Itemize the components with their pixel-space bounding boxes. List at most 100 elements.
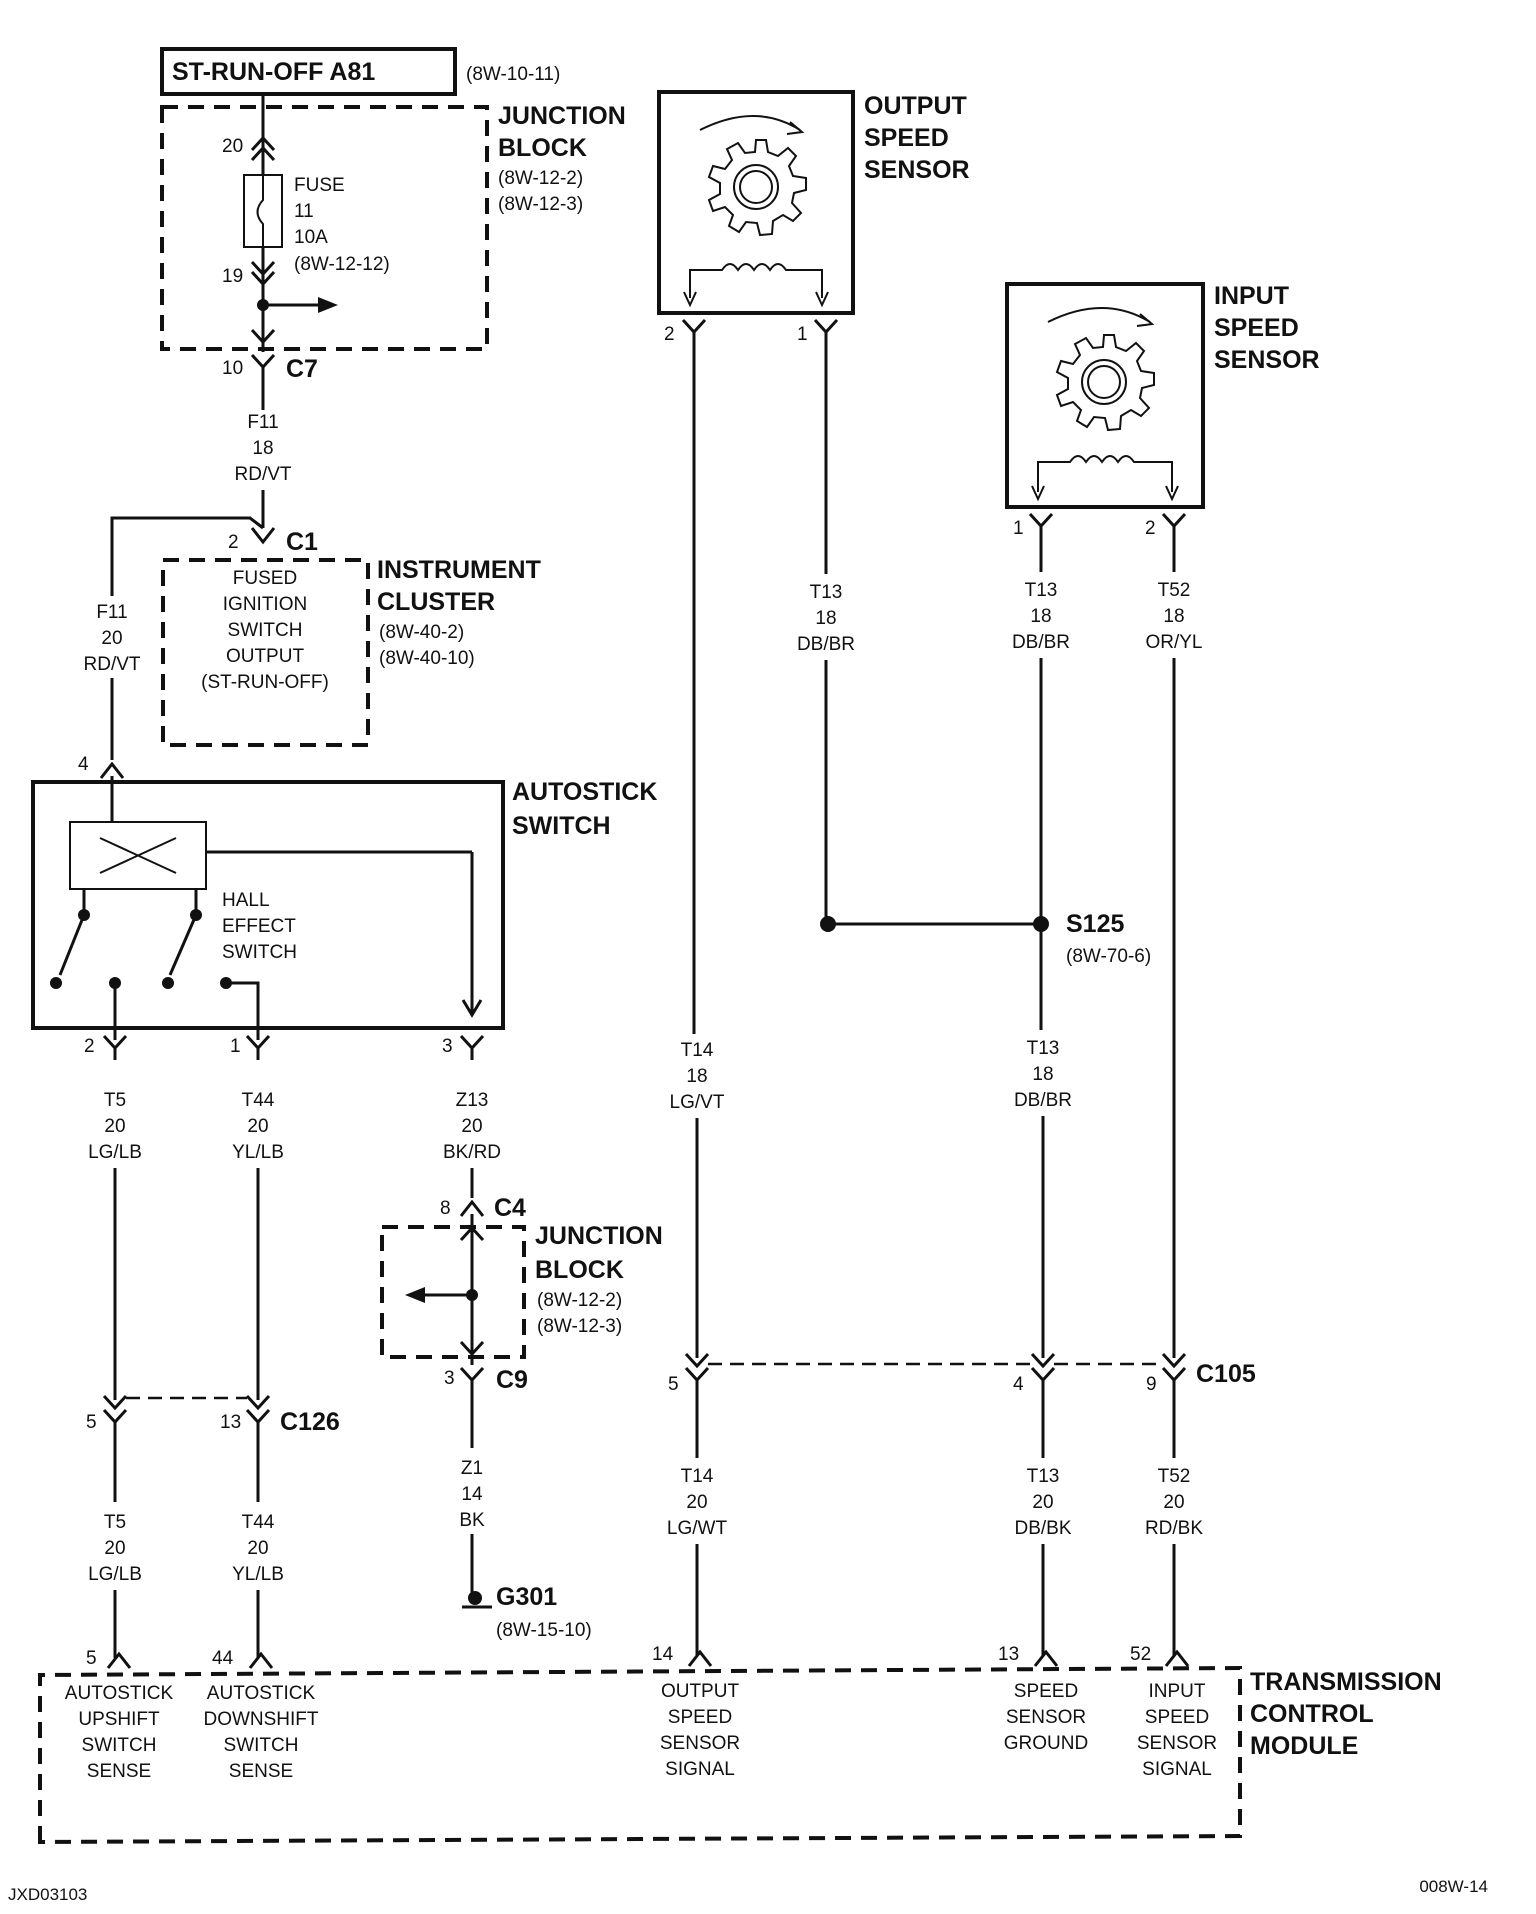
svg-text:BLOCK: BLOCK [535, 1256, 624, 1284]
tcm-pin-labels: AUTOSTICK UPSHIFT SWITCH SENSE AUTOSTICK… [65, 1681, 1217, 1782]
svg-text:T14: T14 [681, 1466, 714, 1487]
svg-text:2: 2 [664, 324, 675, 345]
st-run-off-source: ST-RUN-OFF A81 (8W-10-11) [160, 47, 560, 96]
junction-block-2: JUNCTION BLOCK (8W-12-2) (8W-12-3) [380, 1214, 663, 1365]
fuse-11: 20 FUSE 11 10A (8W-12-12) 19 [222, 94, 390, 352]
svg-text:(ST-RUN-OFF): (ST-RUN-OFF) [201, 672, 329, 693]
svg-text:T13: T13 [1025, 580, 1058, 601]
svg-text:20: 20 [461, 1116, 482, 1137]
svg-text:DB/BR: DB/BR [1014, 1090, 1072, 1111]
svg-text:(8W-40-10): (8W-40-10) [379, 648, 475, 669]
svg-text:(8W-12-3): (8W-12-3) [498, 194, 583, 215]
svg-text:RD/VT: RD/VT [235, 464, 292, 485]
svg-text:RD/BK: RD/BK [1145, 1518, 1203, 1539]
oss-connectors: 2 1 [664, 318, 839, 346]
wire-t5-top: T5 20 LG/LB [88, 1090, 142, 1400]
wire-z1: Z1 14 BK [459, 1392, 485, 1594]
svg-text:INPUT: INPUT [1214, 282, 1289, 310]
svg-text:3: 3 [444, 1368, 455, 1389]
svg-text:HALL: HALL [222, 890, 270, 911]
svg-text:T52: T52 [1158, 580, 1191, 601]
instrument-cluster: FUSED IGNITION SWITCH OUTPUT (ST-RUN-OFF… [161, 556, 541, 747]
autostick-switch: 4 HALL EFFECT SWITCH AUTOSTICK SWITCH [31, 754, 657, 1040]
svg-text:DB/BR: DB/BR [1012, 632, 1070, 653]
svg-text:Z1: Z1 [461, 1458, 483, 1479]
splice-s125: S125 (8W-70-6) [820, 910, 1151, 967]
svg-text:20: 20 [104, 1538, 125, 1559]
svg-text:SIGNAL: SIGNAL [665, 1759, 735, 1780]
svg-text:13: 13 [220, 1412, 241, 1433]
svg-text:F11: F11 [96, 602, 127, 623]
wire-t14-bottom: T14 20 LG/WT [667, 1392, 727, 1656]
svg-text:T13: T13 [1027, 1466, 1060, 1487]
svg-text:SENSOR: SENSOR [1006, 1707, 1086, 1728]
svg-text:20: 20 [101, 628, 122, 649]
transmission-control-module: TRANSMISSION CONTROL MODULE [38, 1665, 1442, 1845]
svg-text:MODULE: MODULE [1250, 1732, 1358, 1760]
wire-f11-20: F11 20 RD/VT [78, 596, 144, 678]
svg-text:SWITCH: SWITCH [512, 812, 611, 840]
svg-text:BK/RD: BK/RD [443, 1142, 501, 1163]
svg-text:(8W-12-3): (8W-12-3) [537, 1316, 622, 1337]
svg-text:SWITCH: SWITCH [224, 1735, 299, 1756]
figure-id-right: 008W-14 [1419, 1877, 1488, 1896]
svg-text:GROUND: GROUND [1004, 1733, 1088, 1754]
svg-text:DB/BR: DB/BR [797, 634, 855, 655]
connector-c4: 8 C4 [440, 1194, 526, 1222]
svg-text:SENSOR: SENSOR [1214, 346, 1320, 374]
svg-text:LG/LB: LG/LB [88, 1142, 142, 1163]
svg-text:18: 18 [1163, 606, 1184, 627]
svg-text:EFFECT: EFFECT [222, 916, 296, 937]
connector-c105: 5 4 9 C105 [668, 1352, 1256, 1395]
svg-text:SWITCH: SWITCH [222, 942, 297, 963]
svg-text:20: 20 [247, 1116, 268, 1137]
svg-text:SPEED: SPEED [1014, 1681, 1078, 1702]
wire-t13-bottom: T13 20 DB/BK [1014, 1392, 1072, 1656]
svg-text:FUSE: FUSE [294, 175, 345, 196]
svg-text:4: 4 [1013, 1374, 1024, 1395]
iss-connectors: 1 2 [1013, 512, 1187, 540]
wire-t5-bottom: T5 20 LG/LB [88, 1434, 142, 1658]
svg-text:C9: C9 [496, 1366, 528, 1394]
svg-text:20: 20 [1163, 1492, 1184, 1513]
svg-text:T5: T5 [104, 1090, 126, 1111]
output-speed-sensor: OUTPUT SPEED SENSOR [657, 90, 970, 315]
svg-text:Z13: Z13 [456, 1090, 489, 1111]
svg-text:2: 2 [1145, 518, 1156, 539]
svg-text:20: 20 [1032, 1492, 1053, 1513]
svg-text:14: 14 [461, 1484, 483, 1505]
wire-f11-18: F11 18 RD/VT [235, 379, 292, 528]
svg-text:DB/BK: DB/BK [1014, 1518, 1071, 1539]
svg-text:11: 11 [294, 201, 314, 222]
svg-text:18: 18 [1030, 606, 1051, 627]
wire-t44-bottom: T44 20 YL/LB [232, 1434, 284, 1658]
svg-text:1: 1 [1013, 518, 1024, 539]
svg-text:LG/LB: LG/LB [88, 1564, 142, 1585]
svg-text:3: 3 [442, 1036, 453, 1057]
svg-text:(8W-12-12): (8W-12-12) [294, 254, 390, 275]
svg-text:T5: T5 [104, 1512, 126, 1533]
svg-text:(8W-70-6): (8W-70-6) [1066, 946, 1151, 967]
svg-text:44: 44 [212, 1648, 234, 1669]
svg-text:YL/LB: YL/LB [232, 1142, 284, 1163]
svg-text:G301: G301 [496, 1583, 557, 1611]
figure-id-left: JXD03103 [8, 1885, 87, 1904]
svg-text:CONTROL: CONTROL [1250, 1700, 1374, 1728]
svg-text:2: 2 [84, 1036, 95, 1057]
svg-text:SENSOR: SENSOR [660, 1733, 740, 1754]
svg-text:5: 5 [86, 1648, 97, 1669]
svg-text:SENSE: SENSE [229, 1761, 293, 1782]
svg-text:SPEED: SPEED [1214, 314, 1299, 342]
svg-text:(8W-12-2): (8W-12-2) [537, 1290, 622, 1311]
svg-text:AUTOSTICK: AUTOSTICK [512, 778, 657, 806]
svg-text:19: 19 [222, 266, 243, 287]
svg-text:4: 4 [78, 754, 89, 775]
svg-text:T13: T13 [1027, 1038, 1060, 1059]
svg-text:OUTPUT: OUTPUT [864, 92, 967, 120]
svg-text:9: 9 [1146, 1374, 1157, 1395]
svg-text:2: 2 [228, 532, 239, 553]
svg-text:SWITCH: SWITCH [82, 1735, 157, 1756]
connector-c9: 3 C9 [444, 1366, 528, 1394]
svg-text:18: 18 [815, 608, 836, 629]
